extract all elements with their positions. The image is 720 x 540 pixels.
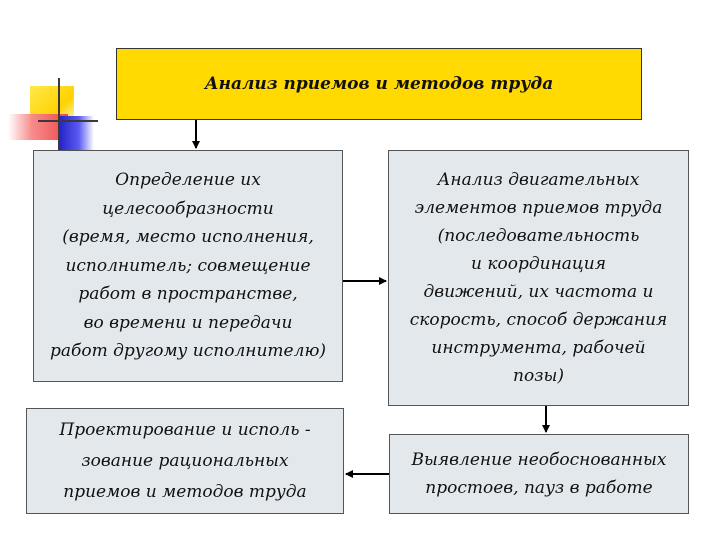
decor-blue-square — [60, 116, 94, 152]
decor-horizontal-line — [38, 120, 98, 122]
box-downtime: Выявление необоснованных простоев, пауз … — [389, 434, 689, 514]
title-box: Анализ приемов и методов труда — [116, 48, 642, 120]
box-design-methods: Проектирование и исполь - зование рацион… — [26, 408, 344, 514]
box-motion-analysis: Анализ двигательных элементов приемов тр… — [388, 150, 689, 406]
box-expediency: Определение их целесообразности (время, … — [33, 150, 343, 382]
